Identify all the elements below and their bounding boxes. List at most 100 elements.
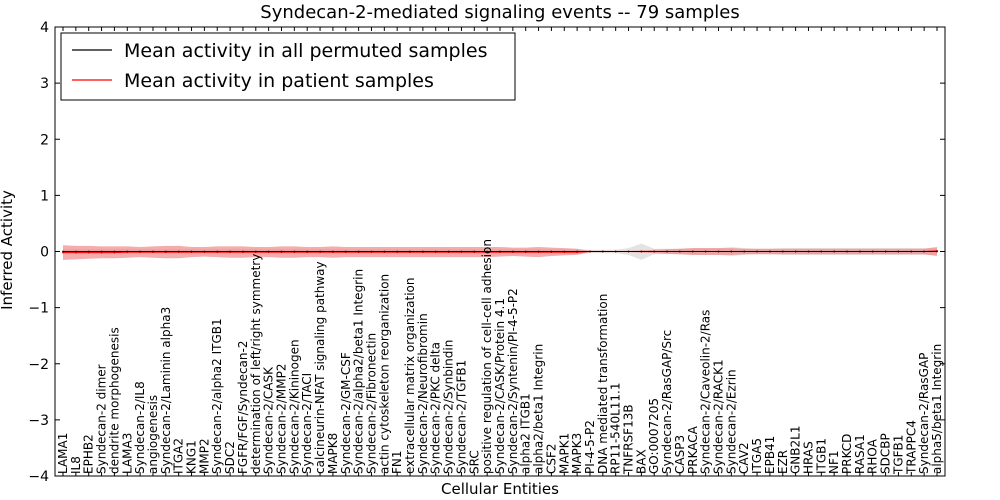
category-label-61: PRKCD: [840, 434, 854, 474]
chart-title: Syndecan-2-mediated signaling events -- …: [260, 2, 739, 23]
point-series-1: [422, 250, 424, 253]
point-series-1: [113, 250, 116, 253]
point-series-1: [576, 250, 578, 253]
point-series-1: [164, 250, 167, 253]
point-series-1: [370, 250, 373, 253]
category-label-63: RHOA: [866, 438, 880, 474]
category-label-7: angiogenesis: [146, 395, 160, 474]
point-series-1: [820, 250, 823, 253]
x-axis-label: Cellular Entities: [441, 480, 559, 498]
category-label-31: Syndecan-2/TGFB1: [454, 360, 468, 474]
category-label-46: GO:0007205: [647, 398, 661, 474]
category-label-26: FN1: [390, 450, 404, 474]
point-series-1: [332, 250, 334, 253]
legend-label-2: Mean activity in patient samples: [124, 70, 434, 92]
point-series-1: [833, 250, 836, 253]
y-tick-label: −4: [28, 469, 49, 485]
category-label-34: Syndecan-2/CASK/Protein 4.1: [493, 298, 507, 474]
point-series-1: [910, 250, 913, 253]
point-series-1: [897, 250, 900, 253]
point-series-1: [473, 250, 476, 253]
point-series-1: [884, 250, 887, 253]
category-label-48: CASP3: [673, 435, 687, 474]
category-label-49: PRKACA: [686, 425, 700, 474]
legend-box: [60, 32, 516, 101]
point-series-1: [280, 250, 283, 253]
point-series-1: [383, 250, 386, 253]
point-series-1: [640, 250, 643, 253]
category-label-32: SRC: [467, 450, 481, 474]
point-series-1: [319, 250, 321, 253]
point-series-1: [743, 250, 746, 253]
point-series-1: [512, 250, 514, 253]
y-tick-label: 1: [40, 188, 49, 204]
point-series-1: [396, 250, 399, 253]
point-series-1: [601, 250, 604, 253]
point-series-1: [460, 250, 463, 253]
category-label-6: Syndecan-2/IL8: [133, 381, 147, 474]
category-label-44: TNFRSF13B: [622, 404, 636, 475]
category-label-62: RASA1: [853, 434, 867, 474]
category-label-2: EPHB2: [82, 434, 96, 474]
category-label-58: HRAS: [802, 441, 816, 474]
point-series-1: [717, 250, 720, 253]
category-label-39: MAPK1: [557, 433, 571, 474]
point-series-1: [923, 250, 925, 253]
category-label-59: ITGB1: [814, 438, 828, 474]
point-series-1: [614, 250, 617, 253]
category-label-0: LAMA1: [56, 433, 70, 474]
category-label-15: determination of left/right symmetry: [249, 254, 263, 474]
y-tick-label: −3: [28, 413, 49, 429]
point-series-1: [267, 250, 270, 253]
category-label-35: Syndecan-2/Syntenin/PI-4-5-P2: [506, 288, 520, 474]
series-lines: [62, 250, 938, 254]
point-series-1: [781, 250, 784, 253]
y-tick-label: 3: [40, 76, 49, 92]
point-series-1: [293, 250, 296, 253]
point-series-1: [936, 250, 938, 253]
category-label-22: Syndecan-2/GM-CSF: [339, 352, 353, 474]
category-label-60: NF1: [827, 450, 841, 474]
category-label-37: alpha2/beta1 Integrin: [532, 344, 546, 474]
point-series-1: [756, 250, 758, 253]
point-series-1: [679, 250, 681, 253]
category-label-40: MAPK3: [570, 433, 584, 474]
category-label-4: dendrite morphogenesis: [107, 327, 121, 474]
point-series-1: [537, 250, 540, 253]
point-series-1: [524, 250, 527, 253]
category-label-54: ITGA5: [750, 438, 764, 474]
category-label-5: LAMA3: [120, 433, 134, 474]
point-series-1: [409, 250, 411, 253]
category-label-30: Syndecan-2/Synbindin: [442, 340, 456, 474]
point-series-1: [589, 250, 591, 253]
point-series-1: [357, 250, 360, 253]
point-series-1: [807, 250, 810, 253]
point-series-1: [627, 250, 630, 253]
category-label-28: Syndecan-2/Neurofibromin: [416, 313, 430, 474]
point-series-1: [704, 250, 707, 253]
category-label-33: positive regulation of cell-cell adhesio…: [480, 239, 494, 474]
category-label-27: extracellular matrix organization: [403, 278, 417, 475]
point-series-1: [653, 250, 656, 253]
category-label-18: Syndecan-2/Kininogen: [287, 339, 301, 474]
point-series-1: [177, 250, 180, 253]
point-series-1: [62, 250, 64, 253]
category-label-66: TRAPPC4: [904, 420, 918, 475]
point-series-1: [859, 250, 861, 253]
y-tick-label: −2: [28, 357, 49, 373]
point-series-1: [550, 250, 553, 253]
category-label-24: Syndecan-2/Fibronectin: [365, 333, 379, 474]
category-label-19: Syndecan-2/TACI: [300, 373, 314, 474]
y-tick-label: 0: [40, 245, 49, 261]
category-label-57: GNB2L1: [789, 426, 803, 474]
point-series-1: [100, 250, 103, 253]
category-label-45: BAX: [634, 449, 648, 474]
category-label-50: Syndecan-2/Caveolin-2/Ras: [699, 310, 713, 474]
category-label-64: SDCBP: [879, 433, 893, 474]
category-label-16: Syndecan-2/CASK: [262, 366, 276, 474]
category-label-53: CAV2: [737, 442, 751, 474]
category-label-41: PI-4-5-P2: [583, 420, 597, 474]
category-label-29: Syndecan-2/PKC delta: [429, 342, 443, 474]
